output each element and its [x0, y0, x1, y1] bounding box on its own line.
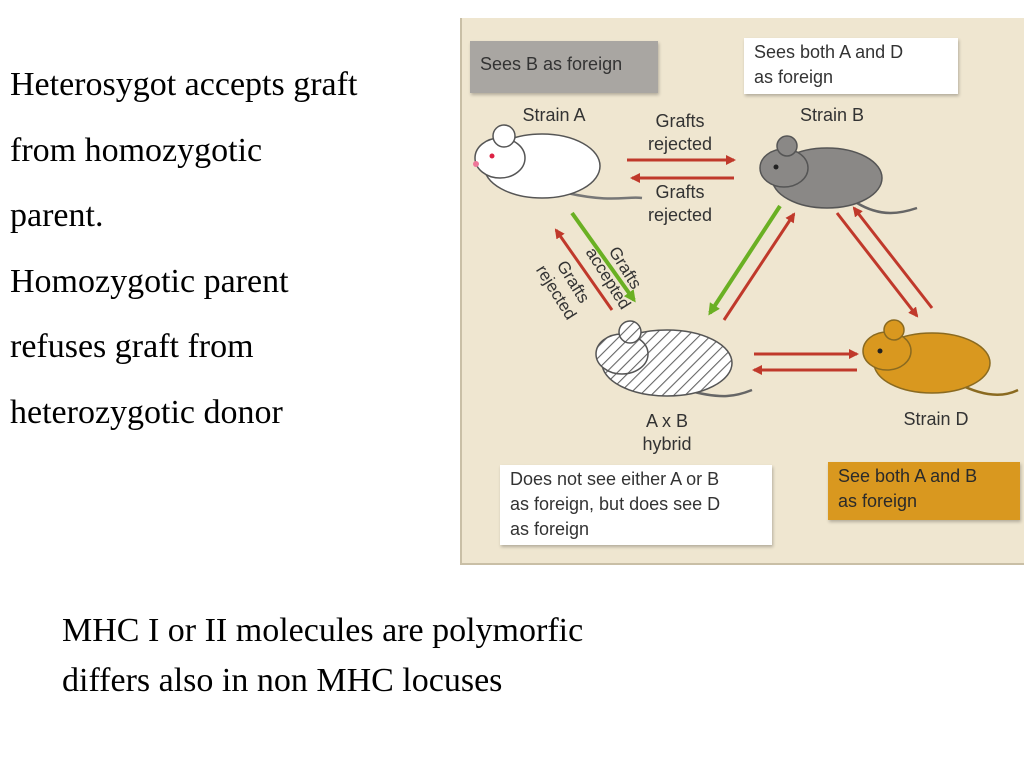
hybrid-label-line: hybrid [642, 434, 692, 454]
diagram-graphics: Grafts accepted Grafts rejected [473, 124, 1019, 398]
left-text-line: Homozygotic parent [10, 262, 289, 300]
left-text-line: parent. [10, 197, 104, 234]
left-text-line: refuses graft from [10, 328, 254, 365]
note-text: as foreign [754, 67, 834, 87]
bottom-text-block: MHC I or II molecules are polymorfic dif… [62, 606, 962, 706]
bottom-text-line: differs also in non MHC locuses [62, 662, 503, 699]
arrow-label-line: rejected [647, 205, 713, 225]
left-text-line: Heterosygot accepts graft [10, 66, 358, 103]
strain-b-mouse [759, 135, 918, 215]
left-text-line: heterozygotic donor [10, 393, 283, 431]
strain-d-label: Strain D [903, 409, 969, 429]
note-text: Sees B as foreign [480, 54, 623, 74]
strain-a-mouse [473, 124, 643, 200]
arrow-b-to-hybrid-accepted [708, 204, 782, 316]
arrow-label-line: rejected [647, 134, 713, 154]
strain-a-label: Strain A [522, 105, 586, 125]
hybrid-label-line: A x B [645, 411, 689, 431]
hybrid-note: Does not see either A or B as foreign, b… [500, 465, 772, 545]
strain-d-mouse [862, 319, 1019, 396]
arrow-b-to-d-rejected [835, 212, 919, 318]
left-text-line: from homozygotic [10, 131, 263, 169]
hybrid-mouse [595, 320, 753, 398]
note-text: as foreign, but does see D [510, 494, 721, 514]
label-grafts-accepted: Grafts accepted [582, 243, 646, 313]
label-grafts-rejected-bottom: Grafts rejected [630, 181, 730, 227]
arrow-hybrid-to-b-rejected [722, 212, 796, 321]
arrow-label-line: Grafts [655, 111, 705, 131]
arrow-d-to-b-rejected [852, 206, 934, 309]
mhc-graft-figure: Grafts accepted Grafts rejected Sees B a… [460, 18, 1024, 565]
strain-b-note: Sees both A and D as foreign [744, 38, 958, 94]
arrow-hybrid-to-a-rejected [554, 228, 614, 311]
label-grafts-rejected-top: Grafts rejected [630, 110, 730, 156]
note-text: as foreign [510, 519, 590, 539]
left-text-block: Heterosygot accepts graft from homozygot… [10, 52, 470, 445]
strain-a-note: Sees B as foreign [470, 41, 658, 93]
bottom-text-line: MHC I or II molecules are polymorfic [62, 612, 584, 649]
note-text: Sees both A and D [754, 42, 904, 62]
note-text: as foreign [838, 491, 918, 511]
hybrid-label: A x B hybrid [622, 410, 712, 456]
arrow-label-line: Grafts [655, 182, 705, 202]
note-text: See both A and B [838, 466, 978, 486]
strain-d-note: See both A and B as foreign [828, 462, 1020, 520]
arrow-a-to-hybrid-accepted [570, 211, 636, 303]
note-text: Does not see either A or B [510, 469, 720, 489]
strain-b-label: Strain B [799, 105, 865, 125]
